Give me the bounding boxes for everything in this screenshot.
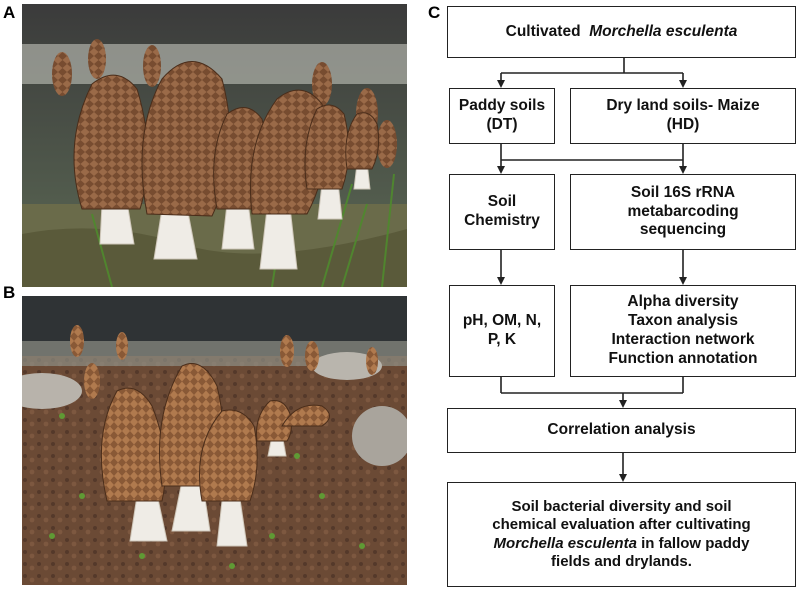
box-chemistry-line2: Chemistry <box>464 212 540 229</box>
photo-b-morels-soil <box>22 296 407 585</box>
box-nutrients-line1: pH, OM, N, <box>462 312 542 330</box>
box-conclusion-line2: chemical evaluation after cultivating <box>492 516 751 534</box>
box-conclusion-line4: fields and drylands. <box>551 552 692 570</box>
box-correlation-analysis: Correlation analysis <box>447 408 796 453</box>
box-analyses-line1: Alpha diversity <box>627 293 739 311</box>
box-soil-16s-sequencing: Soil 16S rRNA metabarcoding sequencing <box>570 174 796 250</box>
box-sequencing-line2: metabarcoding <box>627 202 739 220</box>
box-sequencing-line1: Soil 16S rRNA <box>630 183 736 201</box>
box-conclusion: Soil bacterial diversity and soil chemic… <box>447 482 796 587</box>
box-dryland-line2: (HD) <box>666 116 700 133</box>
morel-cluster-a <box>52 39 397 270</box>
box-analyses-line2: Taxon analysis <box>628 312 738 330</box>
box-cultivated-species: Morchella esculenta <box>589 22 738 40</box>
box-cultivated-morchella: Cultivated Morchella esculenta <box>447 6 796 58</box>
photo-a-morels-greenhouse <box>22 4 407 287</box>
box-sequencing-line3: sequencing <box>639 221 727 239</box>
box-chemistry-line1: Soil <box>487 193 517 211</box>
box-paddy-line1: Paddy soils <box>458 97 546 115</box>
panel-label-c: C <box>428 3 441 22</box>
box-nutrients-line2: P, K <box>487 331 517 348</box>
box-diversity-analyses: Alpha diversity Taxon analysis Interacti… <box>570 285 796 377</box>
box-paddy-line2: (DT) <box>486 116 518 133</box>
box-dryland-line1: Dry land soils- Maize <box>606 97 760 115</box>
box-dry-land-soils: Dry land soils- Maize (HD) <box>570 88 796 144</box>
box-ph-om-n-p-k: pH, OM, N, P, K <box>449 285 555 377</box>
panel-label-a: A <box>3 3 16 22</box>
box-analyses-line3: Interaction network <box>611 331 755 348</box>
box-cultivated-pre: Cultivated <box>505 22 581 40</box>
morel-cluster-b <box>70 325 378 547</box>
box-conclusion-species: Morchella esculenta <box>493 534 637 552</box>
box-soil-chemistry: Soil Chemistry <box>449 174 555 250</box>
box-conclusion-line3-rest: in fallow paddy <box>636 534 750 552</box>
box-conclusion-line1: Soil bacterial diversity and soil <box>511 497 732 515</box>
box-correlation-text: Correlation analysis <box>547 421 696 439</box>
box-analyses-line4: Function annotation <box>608 349 758 367</box>
panel-label-b: B <box>3 283 16 302</box>
box-paddy-soils: Paddy soils (DT) <box>449 88 555 144</box>
